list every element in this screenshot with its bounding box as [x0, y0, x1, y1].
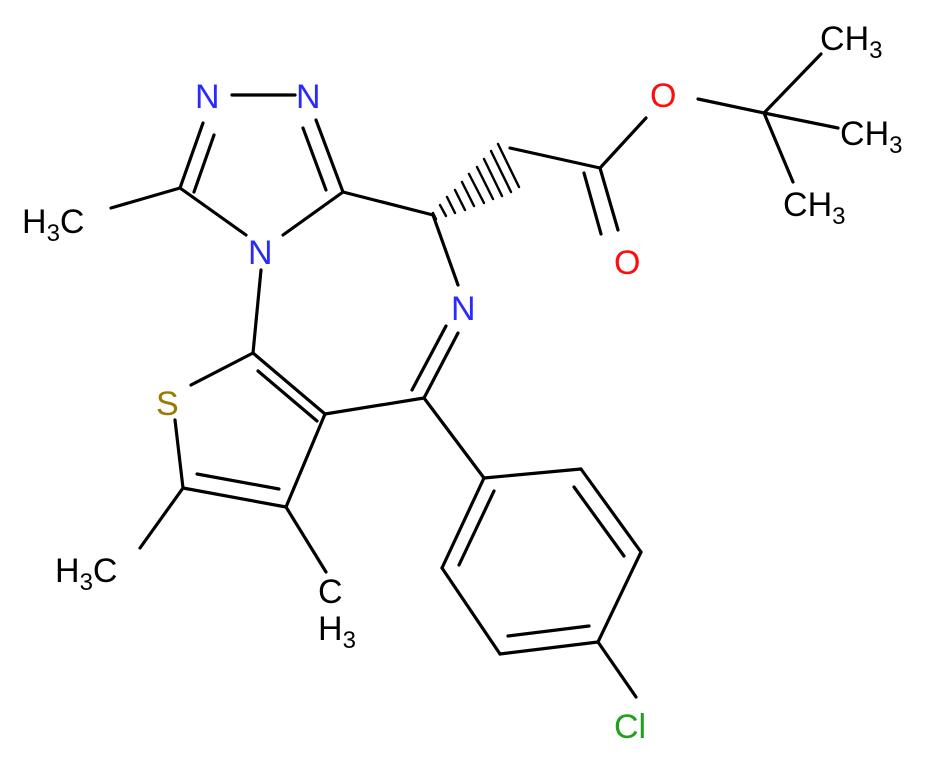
bond-ar3-ar4	[596, 550, 643, 644]
bond-c5-n1	[178, 121, 205, 190]
svg-text:CH3: CH3	[820, 20, 882, 64]
bond-ar1-ar2	[482, 467, 583, 480]
bond-carbonyl-o-ether	[598, 116, 648, 170]
methyl-label-tbu-bottom: CH3	[783, 186, 845, 230]
bond-tbu-me2	[762, 111, 840, 130]
atom-n6: N	[451, 290, 476, 328]
bond-n2-c3-double	[301, 126, 328, 192]
bond-c9-c10	[323, 396, 426, 416]
bond-c3-n4	[281, 190, 345, 237]
atom-s: S	[156, 385, 179, 423]
bond-ar4-ar5-inner	[506, 624, 591, 638]
bond-ar6-ar1	[440, 476, 486, 570]
bond-c7-n6	[431, 213, 460, 287]
bond-ar4-ar5	[498, 640, 600, 656]
bond-c3-c7	[341, 190, 435, 217]
atom-n4: N	[248, 234, 273, 272]
bond-n6-c9-double	[410, 324, 448, 392]
bond-c12-c10-double	[256, 369, 319, 423]
svg-text:H3C: H3C	[22, 203, 84, 247]
stereo-hash-bond	[431, 142, 521, 221]
atom-cl: Cl	[614, 708, 646, 746]
bond-c14-c13-double	[195, 472, 281, 491]
bond-ar2-ar3-inner	[572, 485, 626, 558]
bond-tbu-me1	[762, 52, 823, 115]
bond-s-c14	[173, 418, 185, 490]
bond-c12-c10	[251, 351, 327, 416]
methyl-label-thiophene-bottom: C H3	[318, 573, 356, 654]
methyl-label-tbu-top: CH3	[820, 20, 882, 64]
svg-text:CH3: CH3	[783, 186, 845, 230]
bond-c14-c13	[181, 486, 288, 509]
bond-ar4-cl	[596, 640, 638, 699]
atom-n1: N	[195, 78, 220, 116]
bond-c5-methyl	[109, 186, 182, 210]
bond-c13-c10	[284, 412, 327, 509]
bond-carbonyl-double-2	[582, 171, 603, 236]
bond-tbu-me3	[762, 111, 795, 184]
svg-text:CH3: CH3	[840, 115, 902, 159]
bond-o-tbu	[696, 97, 766, 115]
bond-n4-c12	[251, 268, 263, 355]
bond-n4-c5	[178, 186, 248, 237]
methyl-label-tbu-right: CH3	[840, 115, 902, 159]
svg-text:C: C	[318, 573, 343, 611]
bond-c5-n1-double	[192, 133, 216, 194]
methyl-label-triazole: H3C	[22, 203, 84, 247]
bond-c14-methyl	[138, 486, 185, 550]
bond-ar5-ar6	[440, 566, 502, 656]
atom-o-carbonyl: O	[614, 244, 640, 282]
bond-n6-c9	[422, 331, 460, 400]
bond-carbonyl-double-1	[598, 166, 620, 232]
bond-c13-methyl	[284, 505, 328, 574]
svg-text:H3: H3	[318, 610, 356, 654]
methyl-label-thiophene-left: H3C	[55, 552, 117, 596]
bonds	[109, 52, 840, 699]
bond-c12-s	[189, 351, 255, 387]
bond-ar6-ar1-inner	[457, 489, 496, 567]
bond-ch2-c-carbonyl	[508, 146, 602, 170]
atom-n2: N	[296, 78, 321, 116]
bond-c9-ar1	[422, 396, 486, 480]
bond-ar2-ar3	[579, 467, 643, 554]
bond-n2-c3	[314, 118, 345, 194]
atom-o-ether: O	[650, 77, 676, 115]
svg-text:H3C: H3C	[55, 552, 117, 596]
